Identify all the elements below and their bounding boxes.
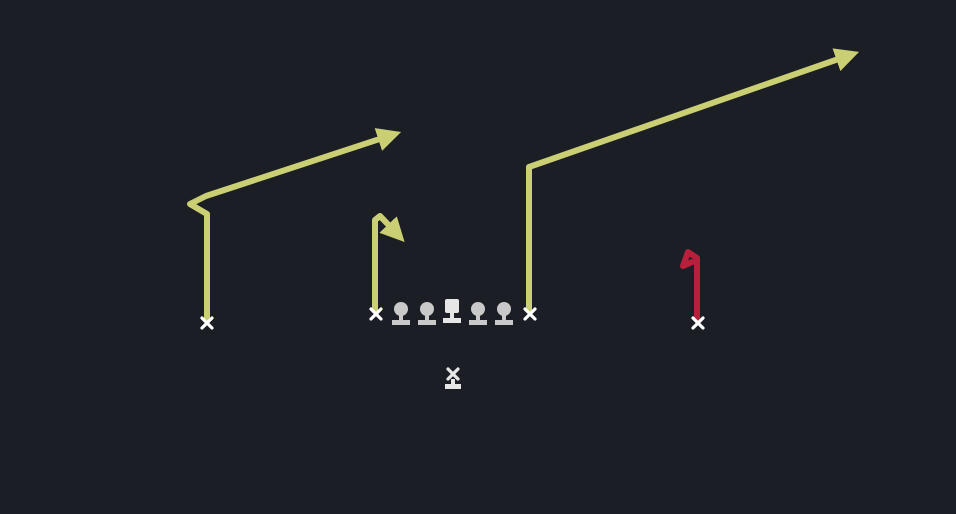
x-icon	[523, 307, 537, 321]
offensive-line	[392, 299, 513, 325]
route-wr-right	[680, 249, 700, 321]
route-wr-left	[187, 128, 402, 321]
lineman-right-guard	[469, 302, 487, 325]
x-icon	[200, 316, 214, 330]
route-slot-right	[526, 48, 860, 313]
lineman-right-tackle	[495, 302, 513, 325]
x-icon	[369, 307, 383, 321]
lineman-left-guard	[418, 302, 436, 325]
routes-layer	[187, 48, 860, 321]
quarterback-marker	[445, 367, 461, 389]
lineman-left-tackle	[392, 302, 410, 325]
lineman-center	[443, 299, 461, 323]
x-icon	[691, 316, 705, 330]
route-te-left	[372, 213, 405, 313]
players-layer	[200, 307, 705, 389]
